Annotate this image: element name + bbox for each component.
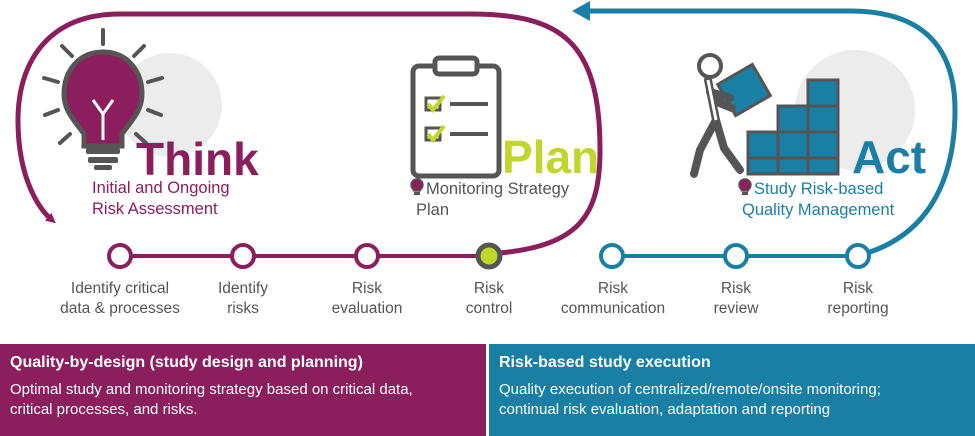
act-bulb-icon: [738, 178, 752, 195]
think-title: Think: [136, 133, 259, 185]
plan-title: Plan: [502, 131, 600, 183]
step-nodes: [107, 242, 871, 270]
act-description-line1: Study Risk-based: [754, 180, 884, 198]
plan-description: Monitoring Strategy Plan: [410, 178, 569, 220]
act-title: Act: [852, 131, 927, 183]
person-stacking-boxes-icon: [690, 53, 840, 178]
step-node-2: [230, 243, 256, 269]
risk-based-execution-title: Risk-based study execution: [499, 354, 711, 371]
step-node-1: [107, 243, 133, 269]
clipboard-checklist-icon: [410, 55, 502, 179]
plan-description-line1: Monitoring Strategy: [426, 180, 570, 198]
lightbulb-icon: [42, 28, 164, 170]
act-loop-line: [585, 8, 958, 258]
think-description-line2: Risk Assessment: [92, 199, 218, 218]
think-description: Initial and Ongoing Risk Assessment: [92, 178, 230, 219]
risk-based-execution-body: Quality execution of centralized/remote/…: [499, 381, 881, 419]
step-node-3: [354, 243, 380, 269]
step-node-5: [599, 243, 625, 269]
risk-based-execution-panel: Risk-based study execution Quality execu…: [489, 344, 975, 436]
plan-description-line2: Plan: [416, 200, 450, 219]
quality-by-design-body: Optimal study and monitoring strategy ba…: [10, 381, 413, 419]
quality-by-design-panel: Quality-by-design (study design and plan…: [0, 344, 486, 436]
act-description-line2: Quality Management: [742, 200, 895, 219]
act-description: Study Risk-based Quality Management: [738, 178, 894, 220]
step-node-7: [845, 243, 871, 269]
think-description-line1: Initial and Ongoing: [92, 179, 230, 197]
think-icon-bg: [118, 53, 222, 157]
step-node-6: [723, 243, 749, 269]
think-loop-arrow: [15, 11, 603, 224]
quality-by-design-title: Quality-by-design (study design and plan…: [10, 354, 363, 371]
plan-loop-line: [499, 149, 603, 256]
step-node-4: [475, 242, 503, 270]
act-loop-arrowhead: [572, 1, 590, 21]
plan-bulb-icon: [410, 178, 424, 195]
